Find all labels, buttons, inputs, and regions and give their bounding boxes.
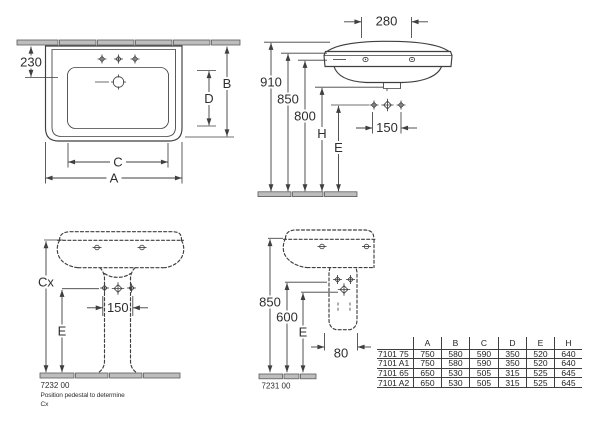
table-cell: 525 bbox=[526, 368, 554, 379]
dim-label-E-front: E bbox=[58, 324, 67, 339]
floor-section-strip-side bbox=[258, 373, 317, 380]
table-row-model: 7101 A1 bbox=[377, 358, 413, 369]
table-cell: 750 bbox=[413, 349, 441, 360]
dim-A: A bbox=[45, 142, 183, 186]
pedestal-front-view: Cx E 150 7232 00 Position pedestal to de… bbox=[36, 231, 185, 408]
floor-section-strip-front bbox=[39, 372, 181, 379]
dim-label-600: 600 bbox=[276, 310, 298, 325]
pedestal-side-view: 850 600 E 80 7231 00 bbox=[257, 229, 377, 391]
dim-label-850: 850 bbox=[277, 92, 299, 107]
dim-label-850-pedestal: 850 bbox=[259, 295, 281, 310]
dim-80: 80 bbox=[311, 333, 371, 361]
note-line1: Position pedestal to determine bbox=[41, 392, 126, 399]
table-cell: 650 bbox=[413, 368, 441, 379]
table-cell: 580 bbox=[441, 358, 469, 369]
note-line2: Cx bbox=[41, 401, 50, 408]
tap-hole-marks bbox=[97, 54, 140, 64]
wall-fixing-hole-marks bbox=[369, 98, 406, 112]
drain-mark bbox=[95, 74, 126, 90]
product-code-pedestal: 7232 00 bbox=[41, 381, 70, 390]
dim-label-E-side: E bbox=[334, 140, 343, 155]
table-cell: 645 bbox=[554, 378, 582, 388]
table-cell: 505 bbox=[469, 378, 498, 388]
table-col-E: E bbox=[526, 336, 554, 350]
dim-label-D: D bbox=[204, 91, 213, 106]
dimension-table: A B C D E H 7101 75 750 580 590 350 520 … bbox=[377, 336, 582, 388]
dim-Cx: Cx bbox=[36, 239, 63, 373]
table-col-B: B bbox=[441, 336, 469, 350]
height-dims: 910 850 800 H E bbox=[258, 41, 383, 192]
table-corner-cell bbox=[377, 337, 413, 350]
table-cell: 590 bbox=[469, 358, 498, 369]
dim-label-E-pedestal: E bbox=[299, 325, 308, 340]
dim-230: 230 bbox=[19, 46, 58, 78]
table-cell: 505 bbox=[469, 368, 498, 379]
dim-150-side: 150 bbox=[356, 112, 417, 135]
dim-label-H: H bbox=[317, 126, 326, 141]
table-cell: 640 bbox=[554, 349, 582, 360]
dim-label-800: 800 bbox=[294, 109, 316, 124]
table-cell: 350 bbox=[498, 358, 526, 369]
dim-E-front: E bbox=[55, 288, 99, 373]
dim-label-A: A bbox=[110, 171, 119, 186]
table-cell: 315 bbox=[498, 378, 526, 388]
table-cell: 520 bbox=[526, 349, 554, 360]
dim-label-150-side: 150 bbox=[376, 120, 398, 135]
dim-label-Cx: Cx bbox=[38, 275, 54, 290]
table-col-H: H bbox=[554, 336, 582, 350]
fixing-hole-marks-side bbox=[333, 275, 355, 296]
table-cell: 590 bbox=[469, 349, 498, 360]
dim-label-280: 280 bbox=[376, 14, 398, 29]
basin-outline bbox=[44, 45, 183, 142]
dim-label-150-front: 150 bbox=[107, 300, 129, 315]
table-cell: 645 bbox=[554, 368, 582, 379]
pedestal-dashed-outline bbox=[96, 267, 139, 374]
dim-C: C bbox=[67, 143, 169, 170]
floor-section-strip bbox=[257, 191, 358, 198]
dim-label-910: 910 bbox=[260, 75, 282, 90]
table-cell: 530 bbox=[441, 368, 469, 379]
table-cell: 640 bbox=[554, 358, 582, 369]
height-dims-pedestal-side: 850 600 E bbox=[257, 237, 338, 373]
table-cell: 580 bbox=[441, 349, 469, 360]
dim-150-front: 150 bbox=[87, 296, 148, 316]
table-cell: 650 bbox=[413, 378, 441, 388]
basin-dashed-outline bbox=[56, 231, 185, 269]
dim-label-C: C bbox=[113, 155, 122, 170]
table-row-model: 7101 65 bbox=[377, 368, 413, 379]
dim-label-80: 80 bbox=[334, 346, 348, 361]
product-code-siphon-cover: 7231 00 bbox=[262, 382, 291, 391]
dim-D: D bbox=[197, 70, 216, 127]
table-cell: 315 bbox=[498, 368, 526, 379]
basin-profile bbox=[323, 40, 453, 91]
siphon-cover-dashed-outline bbox=[328, 267, 358, 331]
basin-side-view: 280 150 910 850 800 H bbox=[257, 14, 453, 198]
dim-B: B bbox=[185, 46, 234, 138]
table-col-C: C bbox=[469, 336, 498, 350]
table-cell: 530 bbox=[441, 378, 469, 388]
table-cell: 350 bbox=[498, 349, 526, 360]
dim-label-B: B bbox=[223, 76, 232, 91]
table-col-A: A bbox=[413, 336, 441, 350]
dim-280: 280 bbox=[344, 14, 428, 38]
basin-top-view: 230 B D C A bbox=[16, 39, 241, 186]
basin-side-dashed-outline bbox=[282, 229, 377, 269]
table-row-model: 7101 A2 bbox=[377, 378, 413, 388]
fixing-hole-marks bbox=[100, 282, 136, 295]
table-cell: 750 bbox=[413, 358, 441, 369]
table-row-model: 7101 75 bbox=[377, 349, 413, 360]
wall-section-strip bbox=[16, 39, 241, 46]
table-col-D: D bbox=[498, 336, 526, 350]
table-cell: 520 bbox=[526, 358, 554, 369]
table-cell: 525 bbox=[526, 378, 554, 388]
dim-label-230: 230 bbox=[20, 55, 42, 70]
